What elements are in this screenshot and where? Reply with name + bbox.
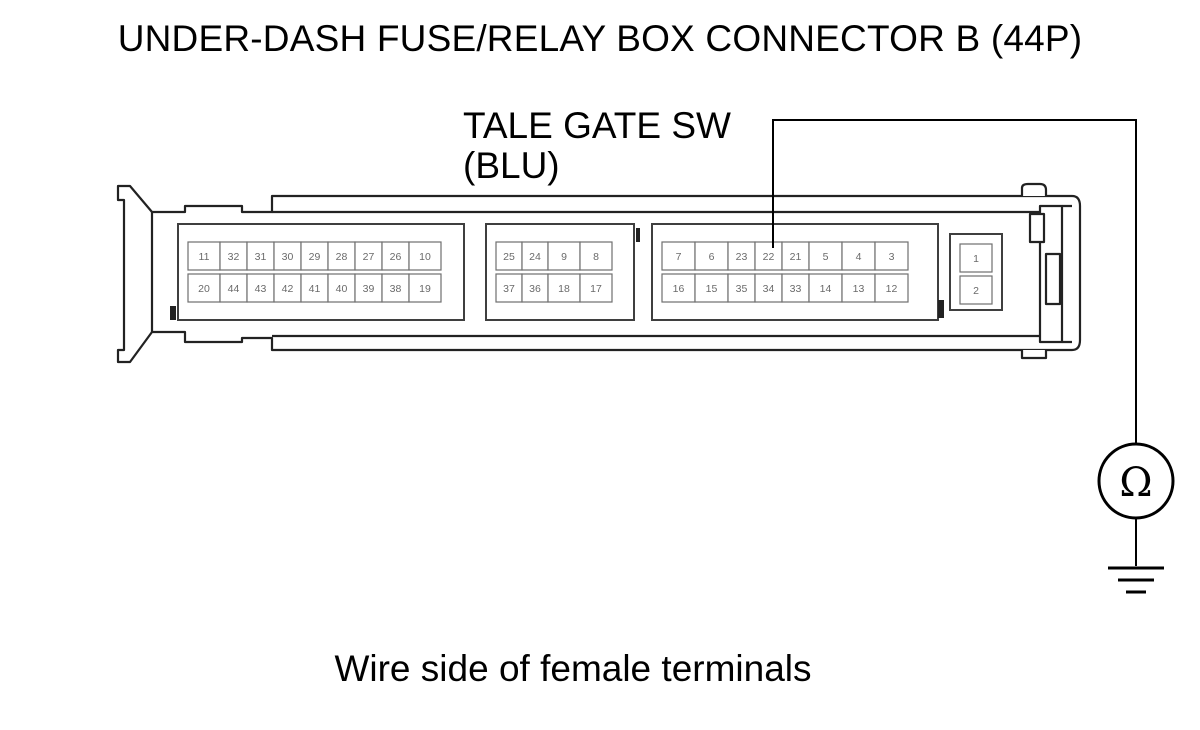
terminal-cell-17 [579, 273, 613, 303]
terminal-number-11: 11 [199, 251, 210, 263]
terminal-number-7: 7 [676, 251, 682, 263]
terminal-cell-29 [300, 241, 329, 271]
terminal-number-13: 13 [853, 283, 865, 295]
terminal-number-22: 22 [763, 251, 775, 263]
terminal-cell-19 [408, 273, 442, 303]
test-circuit [772, 119, 1175, 594]
terminal-number-12: 12 [886, 283, 898, 295]
terminal-number-26: 26 [390, 251, 402, 263]
terminal-number-6: 6 [709, 251, 715, 263]
terminal-number-19: 19 [419, 283, 431, 295]
terminal-cell-12 [874, 273, 909, 303]
terminal-cell-33 [781, 273, 810, 303]
terminal-cell-10 [408, 241, 442, 271]
terminal-cell-42 [273, 273, 302, 303]
terminal-number-8: 8 [593, 251, 599, 263]
terminal-cell-2 [959, 275, 993, 305]
terminal-number-36: 36 [529, 283, 541, 295]
terminal-groups [170, 223, 1003, 321]
terminal-number-17: 17 [590, 283, 602, 295]
terminal-number-40: 40 [336, 283, 348, 295]
wire-label: TALE GATE SW (BLU) [463, 106, 731, 186]
terminal-number-41: 41 [309, 283, 321, 295]
terminal-number-38: 38 [390, 283, 402, 295]
terminal-number-43: 43 [255, 283, 267, 295]
terminal-cell-21 [781, 241, 810, 271]
terminal-number-39: 39 [363, 283, 375, 295]
terminal-cell-8 [579, 241, 613, 271]
terminal-cell-31 [246, 241, 275, 271]
terminal-cell-11 [187, 241, 221, 271]
terminal-cell-24 [521, 241, 549, 271]
terminal-number-32: 32 [228, 251, 240, 263]
terminal-number-20: 20 [198, 283, 210, 295]
probe-wire [772, 119, 1137, 444]
terminal-number-31: 31 [255, 251, 267, 263]
terminal-number-23: 23 [736, 251, 748, 263]
terminal-cell-1 [959, 243, 993, 273]
terminal-cell-37 [495, 273, 523, 303]
terminal-number-24: 24 [529, 251, 541, 263]
terminal-number-25: 25 [503, 251, 515, 263]
terminal-number-34: 34 [763, 283, 775, 295]
terminal-cell-44 [219, 273, 248, 303]
terminal-number-33: 33 [790, 283, 802, 295]
terminal-number-18: 18 [558, 283, 570, 295]
terminal-cell-15 [694, 273, 729, 303]
terminal-number-2: 2 [973, 285, 979, 297]
terminal-cell-27 [354, 241, 383, 271]
terminal-number-35: 35 [736, 283, 748, 295]
key-mark [938, 300, 944, 318]
wire-label-color: (BLU) [463, 145, 560, 186]
terminal-cell-9 [547, 241, 581, 271]
terminal-cell-35 [727, 273, 756, 303]
terminal-number-1: 1 [973, 253, 979, 265]
cavity-group-2 [485, 223, 635, 321]
terminal-cell-4 [841, 241, 876, 271]
key-mark [170, 306, 176, 320]
terminal-cell-20 [187, 273, 221, 303]
diagram-title: UNDER-DASH FUSE/RELAY BOX CONNECTOR B (4… [117, 18, 1083, 59]
terminal-number-27: 27 [363, 251, 375, 263]
terminal-number-37: 37 [503, 283, 515, 295]
terminal-number-9: 9 [561, 251, 567, 263]
cavity-group-1 [177, 223, 465, 321]
terminal-number-15: 15 [706, 283, 718, 295]
terminal-number-29: 29 [309, 251, 321, 263]
terminal-number-21: 21 [790, 251, 802, 263]
ground-icon [1108, 566, 1164, 594]
terminal-cell-38 [381, 273, 410, 303]
terminal-number-42: 42 [282, 283, 294, 295]
terminal-number-3: 3 [889, 251, 895, 263]
terminal-cell-34 [754, 273, 783, 303]
terminal-number-10: 10 [419, 251, 431, 263]
terminal-cell-30 [273, 241, 302, 271]
terminal-number-28: 28 [336, 251, 348, 263]
terminal-number-5: 5 [823, 251, 829, 263]
terminal-number-16: 16 [673, 283, 685, 295]
terminal-number-30: 30 [282, 251, 294, 263]
caption: Wire side of female terminals [334, 648, 812, 689]
ohm-symbol: Ω [1119, 460, 1152, 506]
terminal-number-14: 14 [820, 283, 832, 295]
terminal-cell-40 [327, 273, 356, 303]
terminal-number-4: 4 [856, 251, 862, 263]
terminal-cell-3 [874, 241, 909, 271]
wire-label-name: TALE GATE SW [463, 105, 731, 146]
key-mark [636, 228, 640, 242]
terminal-cell-28 [327, 241, 356, 271]
terminal-number-44: 44 [228, 283, 240, 295]
cavity-group-3 [651, 223, 939, 321]
